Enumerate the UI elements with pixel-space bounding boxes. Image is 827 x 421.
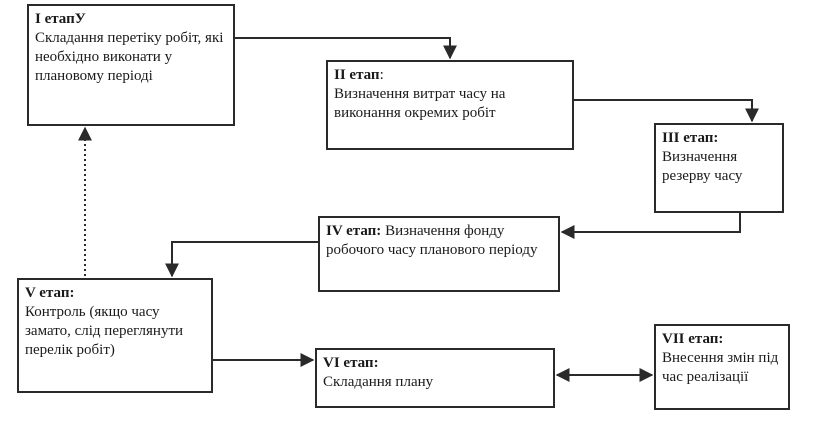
stage-3-title: III етап:	[662, 130, 719, 146]
stage-6-description: Складання плану	[323, 374, 434, 390]
stage-3-description: Визначення резерву часу	[662, 149, 743, 184]
stage-5-description: Контроль (якщо часу замато, слід перегля…	[25, 304, 184, 358]
stage-5-box: V етап: Контроль (якщо часу замато, слід…	[17, 278, 213, 393]
stage-6-box: VI етап: Складання плану	[315, 348, 555, 408]
stage-2-title: II етап	[334, 67, 380, 83]
stage-2-title-suffix: :	[379, 67, 384, 83]
stage-4-title: IV етап:	[326, 223, 382, 239]
stage-7-description: Внесення змін під час реалізації	[662, 350, 779, 385]
stage-2-description: Визначення витрат часу на виконання окре…	[334, 86, 506, 121]
stage-7-box: VII етап: Внесення змін під час реалізац…	[654, 324, 790, 410]
stage-1-description: Складання перетіку робіт, які необхідно …	[35, 30, 224, 84]
stage-3-box: III етап: Визначення резерву часу	[654, 123, 784, 213]
stage-4-box: IV етап: Визначення фонду робочого часу …	[318, 216, 560, 292]
connector-stage1-to-stage2	[235, 37, 457, 60]
stage-2-box: II етап: Визначення витрат часу на викон…	[326, 60, 574, 150]
stage-7-title: VII етап:	[662, 331, 724, 347]
connector-stage3-to-stage4	[560, 213, 741, 239]
stage-6-title: VI етап:	[323, 355, 379, 371]
stage-1-title: I етапУ	[35, 11, 86, 27]
connector-stage2-to-stage3	[574, 99, 759, 123]
stage-4-description: Визначення фонду робочого часу планового…	[326, 223, 538, 258]
connector-stage4-to-stage5	[165, 241, 318, 278]
stage-5-title: V етап:	[25, 285, 75, 301]
stage-1-box: I етапУ Складання перетіку робіт, які не…	[27, 4, 235, 126]
